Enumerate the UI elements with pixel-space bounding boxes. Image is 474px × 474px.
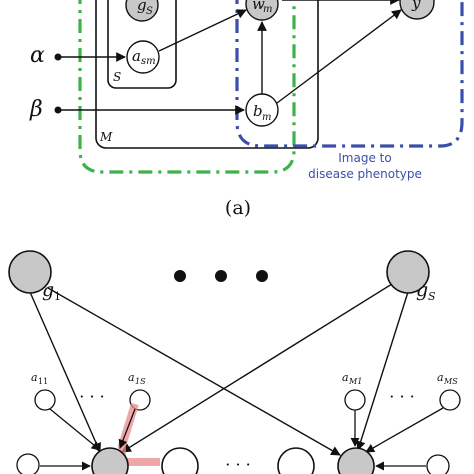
edge-ams-bottom xyxy=(365,407,444,453)
node-a11 xyxy=(34,389,56,411)
node-bottom-far-right xyxy=(426,454,450,474)
dots-left: · · · xyxy=(79,387,104,406)
node-a1s-label: a xyxy=(128,371,135,384)
panel-b: g 1 g S a 11 a 1S a M1 a MS · · · · · · xyxy=(8,250,461,474)
dots-bottom: · · · xyxy=(225,455,250,474)
node-ams-sub: MS xyxy=(443,377,458,386)
node-am1-label: a xyxy=(342,371,349,384)
node-ams-label: a xyxy=(437,371,444,384)
plate-s xyxy=(107,0,177,89)
edge-b-m-y xyxy=(276,9,402,104)
node-gs-label: g xyxy=(416,279,428,301)
edge-g1-right-bottom xyxy=(47,287,341,456)
ellipsis-dot-2 xyxy=(215,270,227,282)
node-am1-sub: M1 xyxy=(348,377,362,386)
plate-m xyxy=(95,0,319,149)
node-w-m xyxy=(245,0,279,21)
plate-s-label: S xyxy=(113,70,121,84)
node-ams xyxy=(439,389,461,411)
edge-gs-left-bottom xyxy=(121,283,393,453)
node-g-s-label: g xyxy=(137,0,147,14)
dots-right: · · · xyxy=(389,387,414,406)
node-bottom-far-left xyxy=(16,453,40,474)
beta-label: β xyxy=(29,97,43,122)
ellipsis-dot-3 xyxy=(256,270,268,282)
panel-a: g S a sm w m b m y α β S M xyxy=(29,0,464,219)
caption-a: (a) xyxy=(225,197,251,219)
node-w-m-sub: m xyxy=(263,4,272,15)
ellipsis-dot-1 xyxy=(174,270,186,282)
node-g-s-sub: S xyxy=(146,6,153,17)
edge-a-sm-w-m xyxy=(158,9,247,52)
edge-a11-bottom xyxy=(49,408,101,451)
node-w-m-label: w xyxy=(252,0,265,13)
node-bottom-mid-left xyxy=(161,447,199,474)
node-bottom-mid-right xyxy=(277,447,315,474)
node-g1-sub: 1 xyxy=(54,290,61,303)
node-a-sm-label: a xyxy=(132,47,141,65)
node-gs-sub: S xyxy=(428,290,436,303)
node-am1 xyxy=(344,389,366,411)
edge-gs-right-bottom xyxy=(355,291,409,451)
alpha-label: α xyxy=(30,43,45,68)
node-a-sm-sub: sm xyxy=(141,56,156,67)
plate-m-label: M xyxy=(99,130,113,144)
node-a11-label: a xyxy=(31,371,38,384)
node-y-label: y xyxy=(411,0,421,12)
node-gs xyxy=(386,250,430,294)
node-a1s-sub: 1S xyxy=(135,377,146,386)
annotation-line-1: Image to xyxy=(338,151,391,165)
blue-dashdot-box xyxy=(235,0,464,148)
edge-g1-left-bottom xyxy=(29,291,101,453)
edge-a1s-bottom xyxy=(118,408,136,449)
node-b-m-sub: m xyxy=(262,112,271,123)
node-b-m-label: b xyxy=(253,102,263,120)
highlight-path xyxy=(118,402,160,466)
node-y xyxy=(399,0,435,20)
annotation-line-2: disease phenotype xyxy=(308,167,422,181)
node-bottom-shaded-right xyxy=(337,447,375,474)
node-a11-sub: 11 xyxy=(38,377,48,386)
node-g1-label: g xyxy=(42,279,54,301)
node-g-s xyxy=(125,0,159,22)
node-g1 xyxy=(8,250,52,294)
node-a-sm xyxy=(126,40,160,74)
node-bottom-shaded-left xyxy=(91,447,129,474)
